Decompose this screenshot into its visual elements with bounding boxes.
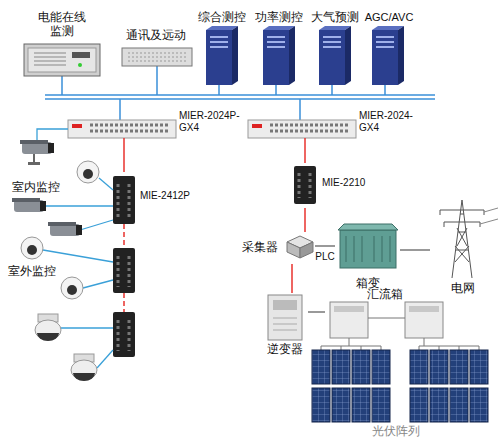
connector (304, 208, 306, 232)
collector-device (287, 236, 313, 258)
node-label: 逆变器 (262, 342, 308, 356)
monitor-server: 电能在线监测 (20, 8, 104, 78)
switch-device (68, 120, 176, 138)
solar-panel (312, 350, 488, 422)
inverter-device (268, 295, 302, 340)
tower-server (206, 26, 238, 85)
comm-server (122, 48, 192, 66)
rack-server (24, 44, 100, 76)
group-label: 室内监控 (12, 180, 60, 194)
connector (400, 249, 430, 251)
comm-server: 通讯及远动 (118, 28, 194, 68)
switch-box: MIE-2412P (110, 172, 220, 227)
tower-server (263, 26, 295, 85)
control-server: 功率测控 (251, 10, 307, 86)
collector-box: 采集器 (240, 232, 315, 264)
node-label: 功率测控 (251, 10, 307, 24)
connector (291, 264, 293, 293)
node-label: MIER-2024P-GX4 (179, 110, 249, 134)
edge-label: PLC (314, 251, 335, 263)
watermark: 光伏阵列 (372, 424, 420, 438)
node-label: 电能在线监测 (34, 10, 90, 39)
connector (315, 245, 335, 247)
control-server: 大气预测 (307, 10, 363, 86)
speed-dome (35, 314, 97, 381)
bullet-camera (48, 222, 82, 236)
fiber-link (123, 224, 125, 312)
node-label: MIE-2210 (322, 177, 384, 189)
node-label: MIER-2024-GX4 (359, 110, 429, 134)
group-label: 室外监控 (8, 264, 56, 278)
panel-wire (321, 338, 479, 350)
node-label: 通讯及远动 (118, 28, 194, 42)
transformer-box: 箱变 (335, 222, 400, 292)
switch-box: MIER-2024P-GX4 (65, 108, 250, 138)
combiner-box (330, 302, 443, 338)
box-transformer (338, 224, 398, 268)
connector (304, 138, 306, 163)
switch-device (248, 120, 356, 138)
tower-server (319, 26, 351, 85)
node-label: 电网 (430, 281, 496, 295)
connector (308, 311, 325, 313)
grid-box: 电网 (430, 195, 496, 299)
combiner-box: 汇流箱 (325, 287, 450, 342)
control-server: AGC/AVC (363, 10, 415, 86)
transmission-tower (440, 200, 498, 278)
inverter-box: 逆变器 (262, 293, 308, 358)
dome-camera (77, 161, 99, 183)
switch-box: MIE-2210 (290, 163, 385, 208)
bullet-camera (20, 140, 54, 165)
node-label: 采集器 (242, 240, 286, 254)
node-label: AGC/AVC (363, 11, 415, 24)
connector (123, 138, 125, 172)
tower-server (372, 26, 404, 85)
node-label: 综合测控 (194, 10, 250, 24)
bullet-camera (12, 198, 46, 212)
node-label: 大气预测 (307, 10, 363, 24)
industrial-switch (113, 166, 316, 357)
switch-box: MIER-2024-GX4 (245, 108, 430, 138)
node-label: MIE-2412P (140, 190, 218, 202)
control-server: 综合测控 (194, 10, 250, 86)
node-label: 汇流箱 (355, 287, 415, 301)
